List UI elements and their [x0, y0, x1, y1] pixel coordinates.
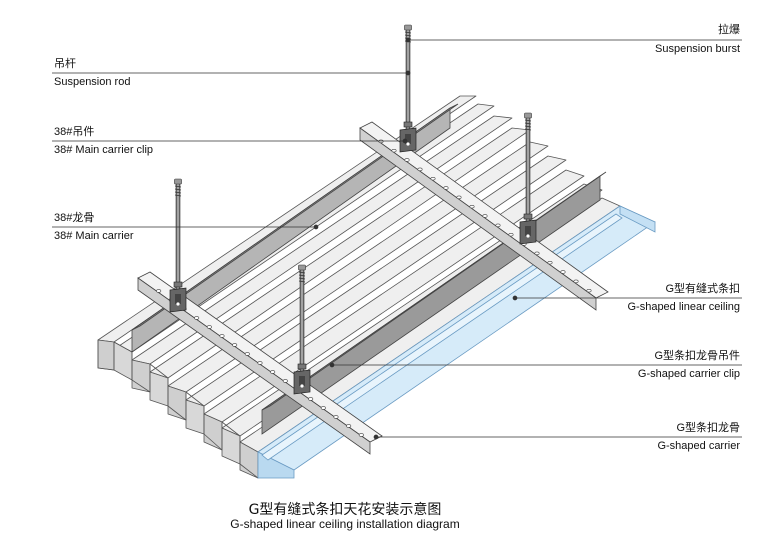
main-carrier-label-cn: 38#龙骨 — [54, 212, 95, 224]
g-linear-ceiling-label-en: G-shaped linear ceiling — [627, 301, 740, 313]
perforation-hole — [308, 397, 314, 401]
perforation-hole — [270, 370, 276, 374]
main-carrier-clip-label-cn: 38#吊件 — [54, 126, 95, 138]
main-carrier-clip-label-en: 38# Main carrier clip — [54, 144, 154, 156]
perforation-hole — [232, 343, 238, 347]
perforation-hole — [547, 260, 553, 265]
suspension-rod-label-en: Suspension rod — [54, 76, 131, 88]
perforation-hole — [346, 424, 352, 428]
perforation-hole — [560, 270, 566, 274]
suspension-rod — [293, 264, 311, 395]
perforation-hole — [456, 195, 462, 200]
g-carrier-clip-label-cn: G型条扣龙骨吊件 — [654, 350, 740, 362]
perforation-hole — [333, 415, 339, 419]
perforation-hole — [495, 223, 501, 228]
perforation-hole — [417, 167, 423, 172]
perforation-hole — [244, 352, 250, 356]
suspension-rod-label-cn: 吊杆 — [54, 58, 76, 70]
perforation-hole — [206, 325, 212, 329]
perforation-hole — [358, 433, 364, 437]
suspension-rod — [519, 112, 537, 245]
perforation-hole — [508, 232, 514, 237]
perforation-hole — [430, 176, 436, 181]
g-carrier-label-cn: G型条扣龙骨 — [676, 422, 740, 434]
perforation-hole — [391, 148, 397, 153]
perforation-hole — [482, 214, 488, 218]
main-carrier — [131, 103, 607, 435]
leader-lines — [52, 37, 742, 440]
perforation-hole — [586, 288, 592, 293]
perforation-hole — [404, 158, 410, 162]
g-shaped-carriers — [137, 121, 609, 455]
perforation-hole — [573, 279, 579, 284]
diagram-title-en: G-shaped linear ceiling installation dia… — [230, 517, 460, 531]
perforation-hole — [219, 334, 225, 338]
perforation-hole — [282, 379, 288, 383]
suspension-burst-label-cn: 拉爆 — [718, 24, 740, 36]
suspension-rod — [169, 178, 187, 313]
perforation-hole — [443, 186, 449, 190]
g-carrier-clip-label-en: G-shaped carrier clip — [637, 368, 740, 380]
perforation-hole — [194, 316, 200, 320]
g-linear-ceiling-label-cn: G型有缝式条扣 — [665, 283, 740, 295]
main-carrier-label-en: 38# Main carrier — [54, 230, 134, 242]
suspension-rods — [169, 24, 537, 395]
perforation-hole — [156, 289, 162, 293]
perforation-hole — [534, 251, 540, 256]
suspension-burst-label-en: Suspension burst — [655, 43, 740, 55]
g-carrier-label-en: G-shaped carrier — [657, 440, 740, 452]
suspension-rod — [399, 24, 417, 153]
perforation-hole — [320, 406, 326, 410]
diagram-title-cn: G型有缝式条扣天花安装示意图 — [248, 502, 442, 518]
perforation-hole — [469, 204, 475, 209]
perforation-hole — [257, 361, 263, 365]
